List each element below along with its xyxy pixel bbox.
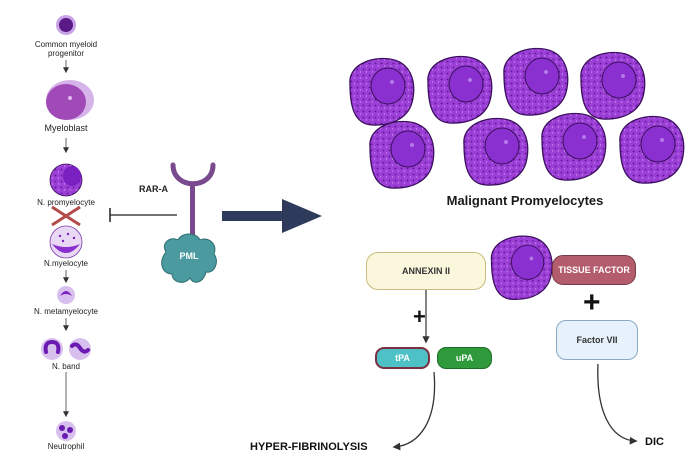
band-cells: [41, 338, 91, 360]
myelocyte-cell: [49, 225, 83, 259]
progenitor-nucleus: [59, 18, 73, 32]
label-common-myeloid-progenitor: Common myeloid progenitor: [34, 40, 98, 58]
label-hyper-fibrinolysis: HYPER-FIBRINOLYSIS: [250, 441, 368, 453]
malignant-cell-6: [463, 117, 529, 186]
tpa-pill: tPA: [375, 347, 430, 369]
label-metamyelocyte: N. metamyelocyte: [33, 307, 99, 316]
pml-body: [161, 233, 217, 283]
malignant-cell-5: [369, 120, 435, 189]
central-promyelocyte: [490, 235, 553, 301]
label-band: N. band: [51, 362, 81, 371]
fibrinolysis-arrow: [392, 371, 436, 451]
fusion-receptor: [109, 162, 217, 283]
maturation-block-x: [51, 205, 81, 227]
annexin-ii-box: ANNEXIN II: [366, 252, 486, 290]
malignant-cell-1: [349, 57, 415, 126]
factor-vii-box: Factor VII: [556, 320, 638, 360]
label-myelocyte: N.myelocyte: [43, 259, 88, 268]
metamyelocyte-cell: [57, 286, 75, 304]
malignant-title: Malignant Promyelocytes: [446, 193, 604, 208]
malignant-cell-2: [427, 55, 493, 124]
upa-pill: uPA: [437, 347, 492, 369]
label-promyelocyte: N. promyelocyte: [37, 198, 95, 207]
label-myeloblast: Myeloblast: [44, 123, 88, 133]
neutrophil-cell: [56, 421, 76, 441]
plus-sign-right: +: [583, 286, 601, 319]
malignant-cell-cluster: [349, 47, 685, 189]
rar-a-cup: [170, 162, 216, 187]
main-arrow: [222, 199, 322, 233]
myeloblast-cell: [46, 80, 94, 120]
lineage-column: [41, 15, 94, 441]
malignant-cell-7: [541, 112, 607, 181]
label-rar-a: RAR-A: [139, 184, 168, 194]
malignant-cell-8: [619, 115, 685, 184]
plus-sign-left: +: [413, 304, 426, 329]
label-dic: DIC: [645, 436, 664, 448]
malignant-cell-3: [503, 47, 569, 116]
label-pml: PML: [179, 251, 199, 261]
dic-arrow: [597, 363, 638, 445]
promyelocyte-cell: [49, 163, 83, 197]
label-neutrophil: Neutrophil: [47, 442, 85, 451]
receptor-stem: [190, 185, 195, 240]
malignant-cell-4: [580, 51, 646, 120]
tissue-factor-box: TISSUE FACTOR: [552, 255, 636, 285]
